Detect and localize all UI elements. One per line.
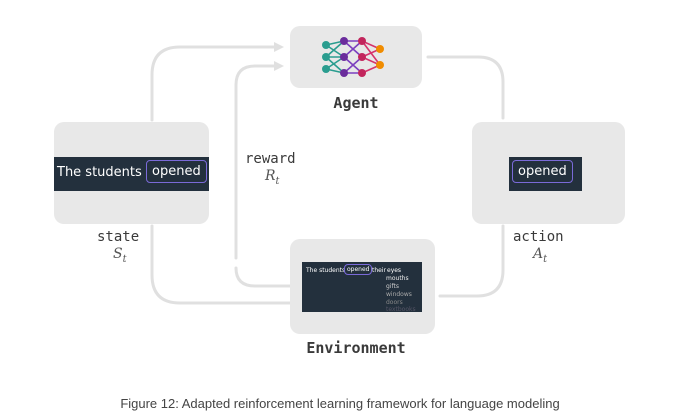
neural-network-icon [322,37,384,77]
agent-box [290,26,422,88]
figure-caption: Figure 12: Adapted reinforcement learnin… [120,396,560,411]
candidate-item: windows [386,291,412,298]
agent-label: Agent [333,94,379,112]
candidate-item: gifts [386,283,399,290]
reward-to-agent-arrow [234,64,280,260]
environment-chosen-token: opened [344,264,373,275]
candidate-item: mouths [386,275,409,282]
state-sentence: The students opened [54,157,209,191]
state-to-agent-arrow [150,45,280,122]
state-symbol: St [113,246,127,265]
arrowhead-icon [274,61,284,71]
action-symbol: At [533,246,548,265]
environment-continuation: eyes [387,267,402,274]
environment-next-token: their [372,267,386,274]
action-label: action [513,229,564,245]
environment-to-state-arrow [150,224,292,305]
state-label: state [97,229,140,245]
agent-to-action-arrow [426,55,505,120]
environment-to-reward-arrow [234,266,292,288]
action-to-environment-arrow [438,224,505,298]
candidate-item: textbooks [386,306,416,313]
environment-prefix: The students [306,267,346,274]
state-chosen-token: opened [146,160,207,183]
candidate-item: doors [386,299,403,306]
action-token-strip: opened [509,157,582,191]
environment-label: Environment [306,339,406,357]
state-prefix: The students [57,165,142,180]
reward-label: reward [245,151,296,167]
action-token: opened [512,160,573,183]
reward-symbol: Rt [265,168,280,187]
environment-screen: The students opened their eyes mouths gi… [302,262,422,313]
arrowhead-icon [274,42,284,52]
